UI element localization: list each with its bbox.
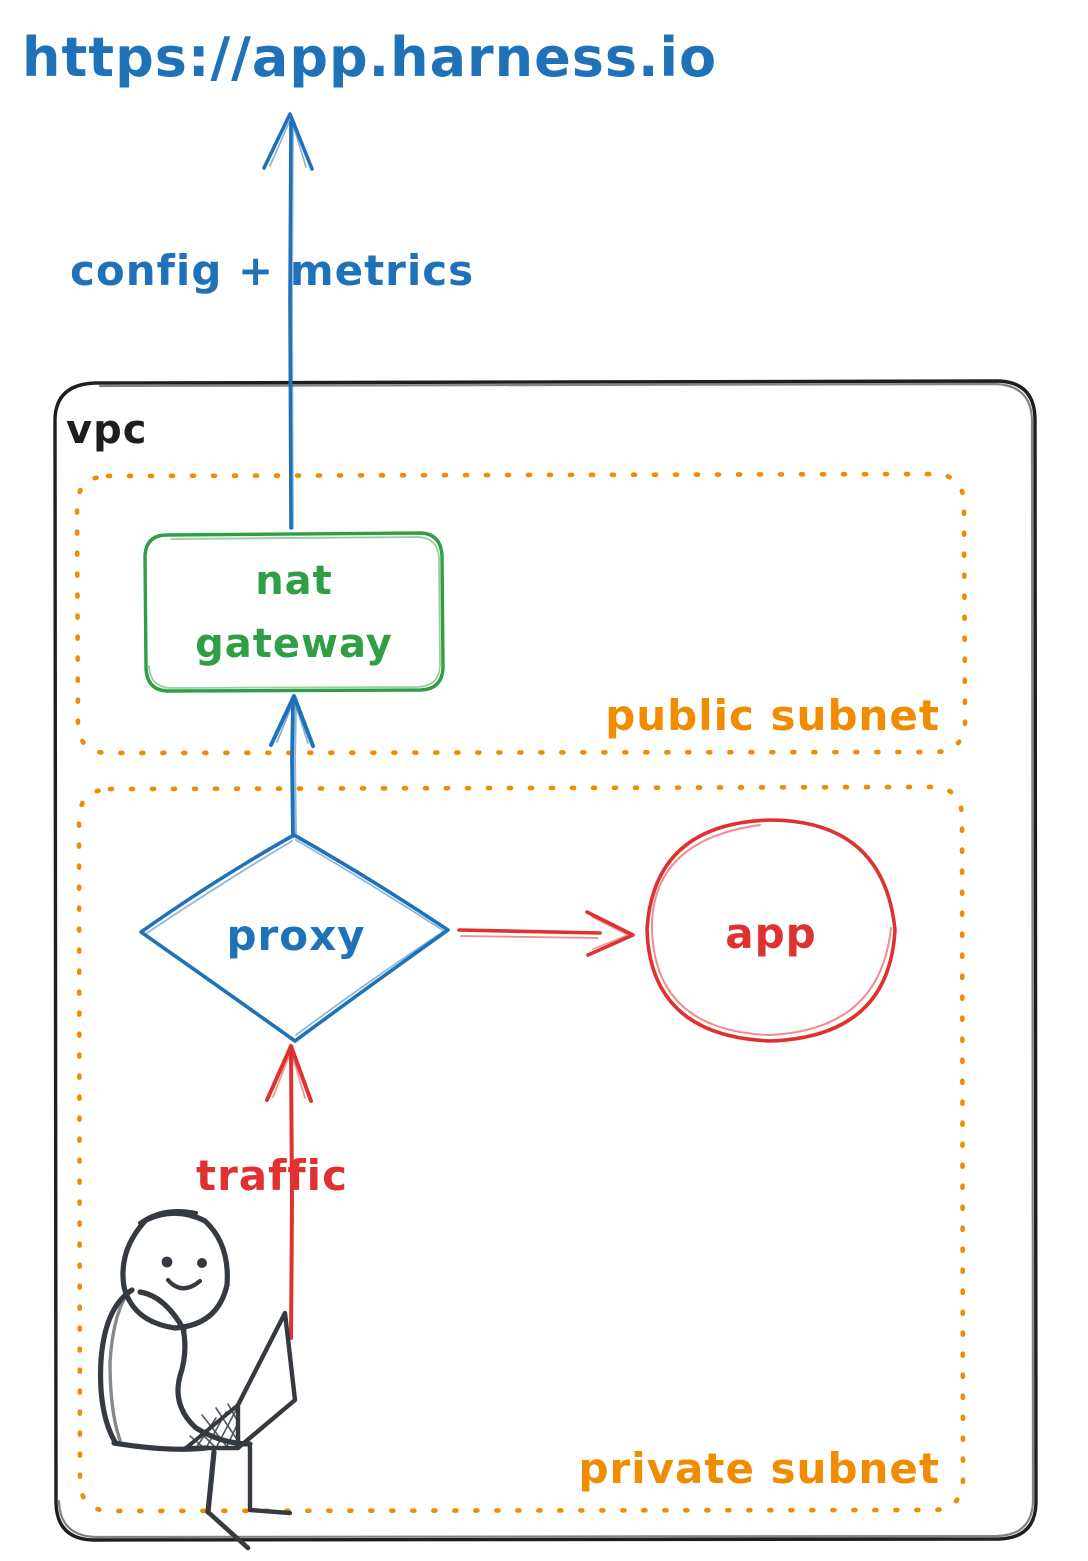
user-stick-figure-icon xyxy=(98,1209,298,1551)
arrow-proxy-to-nat xyxy=(269,694,315,838)
public-subnet-label: public subnet xyxy=(605,691,940,740)
node-proxy[interactable]: proxy xyxy=(139,833,450,1043)
vpc-label: vpc xyxy=(66,407,147,453)
nat-gateway-label-line1: nat xyxy=(255,558,333,604)
app-label: app xyxy=(725,909,816,958)
edge-label-traffic: traffic xyxy=(196,1151,348,1200)
node-app[interactable]: app xyxy=(645,818,897,1043)
nat-gateway-label-line2: gateway xyxy=(195,621,393,667)
arrow-traffic-to-proxy xyxy=(265,1044,313,1340)
node-nat-gateway[interactable]: nat gateway xyxy=(143,531,445,693)
external-endpoint-label: https://app.harness.io xyxy=(22,26,717,89)
proxy-label: proxy xyxy=(226,911,365,960)
arrow-proxy-to-app xyxy=(457,910,635,957)
vpc-boundary xyxy=(53,379,1038,1542)
arrow-nat-to-internet xyxy=(262,112,314,530)
edge-label-config-metrics: config + metrics xyxy=(70,246,474,295)
private-subnet-boundary xyxy=(76,784,966,1514)
private-subnet-label: private subnet xyxy=(578,1444,940,1493)
